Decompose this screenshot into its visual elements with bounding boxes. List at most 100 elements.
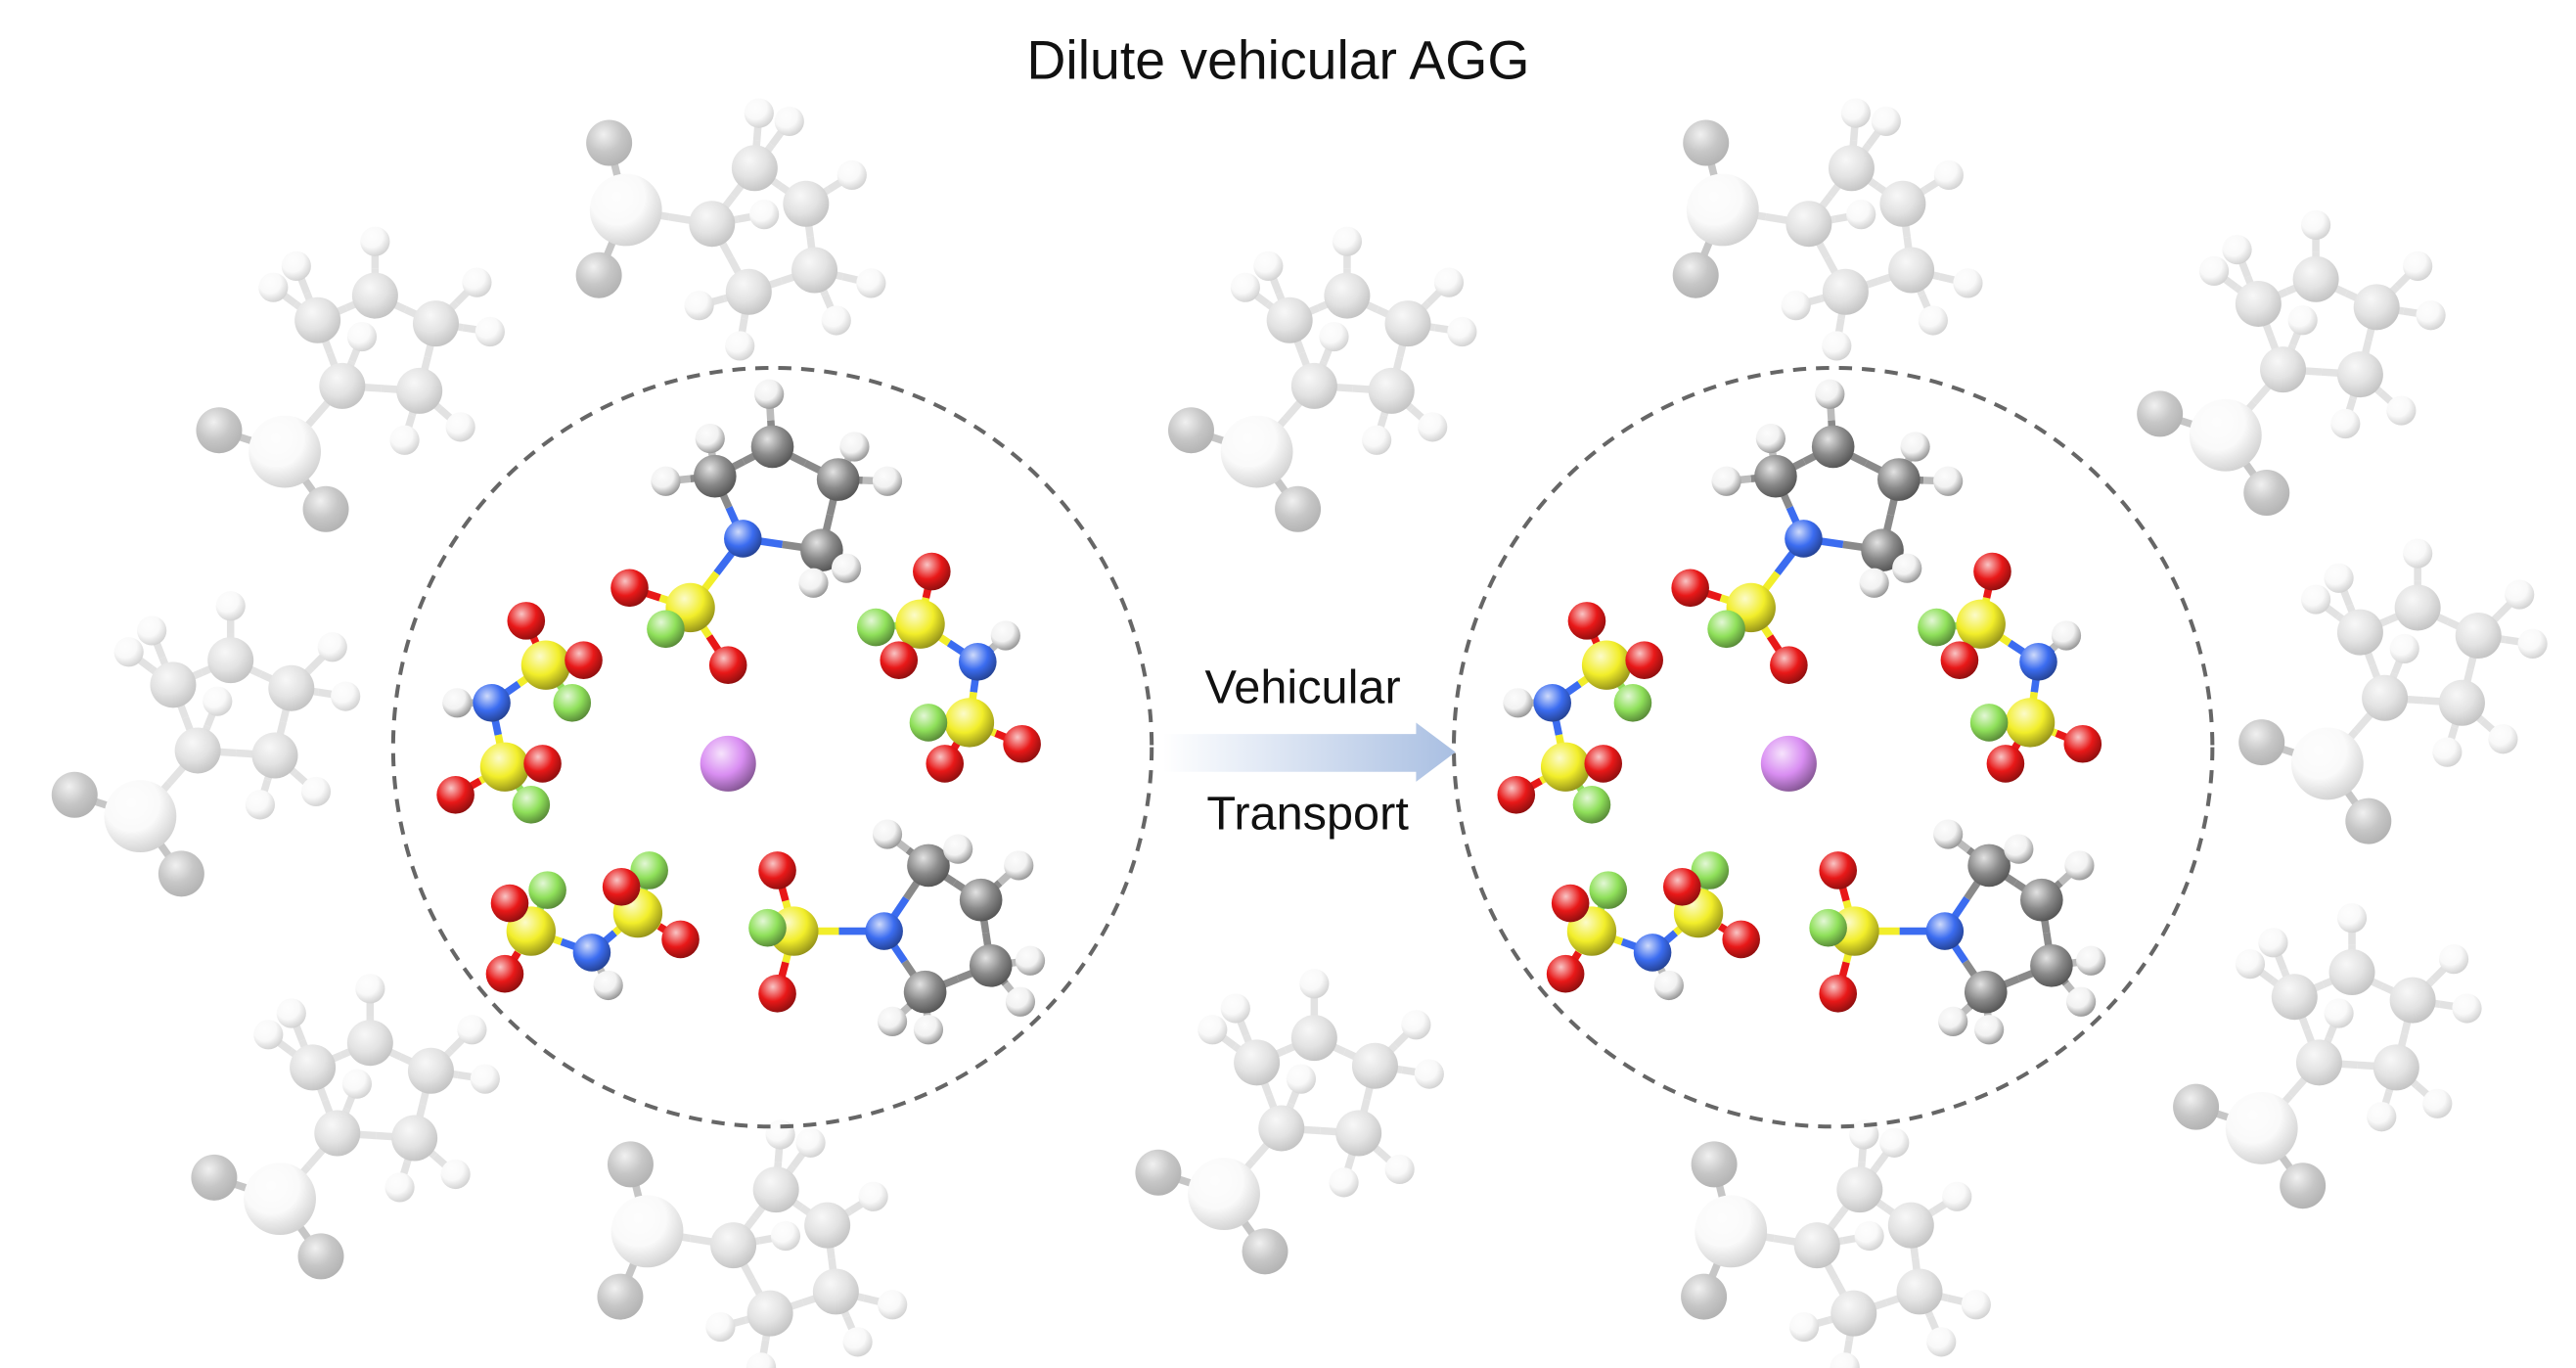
solvent-molecule <box>2238 538 2548 844</box>
hydrogen-atom <box>2505 579 2535 610</box>
oxygen-atom <box>1819 851 1858 889</box>
hydrogen-atom <box>725 331 755 361</box>
carbon-atom <box>731 145 778 192</box>
oxygen-atom <box>1986 745 2025 783</box>
carbon-atom <box>1258 1105 1305 1152</box>
hydrogen-atom <box>836 160 867 191</box>
carbon-atom <box>244 1163 316 1236</box>
hydrogen-atom <box>1362 425 1392 455</box>
carbon-atom <box>1686 173 1759 247</box>
arrow-label-top: Vehicular <box>1205 661 1401 713</box>
hydrogen-atom <box>684 291 714 321</box>
hydrogen-atom <box>245 790 276 820</box>
oxygen-atom <box>2173 1083 2220 1130</box>
oxygen-atom <box>490 884 529 923</box>
carbon-atom <box>396 367 443 414</box>
carbon-atom <box>346 1020 393 1067</box>
hydrogen-atom <box>774 106 804 137</box>
carbon-atom <box>2292 255 2339 302</box>
fluorine-atom <box>647 610 685 649</box>
lithium-atom <box>1760 735 1817 792</box>
carbon-atom <box>2336 609 2383 656</box>
oxygen-atom <box>586 119 633 166</box>
carbon-atom <box>610 1195 684 1268</box>
oxygen-atom <box>2238 719 2285 766</box>
hydrogen-atom <box>839 432 870 462</box>
lithium-atom <box>700 735 756 792</box>
hydrogen-atom <box>1418 412 1448 442</box>
carbon-atom <box>2235 280 2282 327</box>
carbon-atom <box>2455 612 2502 659</box>
carbon-atom <box>150 661 197 708</box>
hydrogen-atom <box>341 1069 373 1099</box>
carbon-atom <box>1188 1158 1260 1231</box>
oxygen-atom <box>297 1233 344 1280</box>
oxygen-atom <box>2280 1163 2327 1209</box>
sulfur-atom <box>1581 640 1632 690</box>
hydrogen-atom <box>2438 944 2469 975</box>
carbon-atom <box>800 528 843 572</box>
oxygen-atom <box>1681 1273 1728 1320</box>
carbon-atom <box>2030 944 2073 987</box>
hydrogen-atom <box>1286 1064 1317 1094</box>
carbon-atom <box>1888 247 1935 294</box>
lithium-ion <box>1760 735 1817 792</box>
carbon-atom <box>1964 970 2008 1014</box>
solvent-molecule <box>2137 209 2446 516</box>
hydrogen-atom <box>2300 209 2331 241</box>
hydrogen-atom <box>1938 1006 1968 1036</box>
solvent-molecule <box>1681 1119 1991 1368</box>
fluorine-atom <box>1969 704 2009 742</box>
hydrogen-atom <box>1942 1181 1972 1211</box>
oxygen-atom <box>926 745 965 783</box>
carbon-atom <box>1335 1110 1382 1157</box>
hydrogen-atom <box>2051 620 2082 651</box>
hydrogen-atom <box>593 970 623 1001</box>
hydrogen-atom <box>749 200 780 230</box>
carbon-atom <box>693 454 737 498</box>
carbon-atom <box>2328 949 2375 996</box>
oxygen-atom <box>158 850 204 897</box>
hydrogen-atom <box>1830 1352 1860 1368</box>
nitrogen-atom <box>473 684 511 722</box>
hydrogen-atom <box>470 1064 500 1094</box>
sulfur-atom <box>1956 599 2006 649</box>
carbon-atom <box>1896 1268 1943 1315</box>
oxygen-atom <box>1551 884 1590 923</box>
oxygen-atom <box>1683 119 1730 166</box>
hydrogen-atom <box>203 686 233 716</box>
carbon-atom <box>1234 1039 1281 1086</box>
pyrrolidine-sulfonyl-molecule <box>1809 819 2106 1045</box>
hydrogen-atom <box>2066 986 2097 1017</box>
carbon-atom <box>816 458 860 501</box>
oxygen-atom <box>1940 641 1979 679</box>
hydrogen-atom <box>705 1311 736 1343</box>
oxygen-atom <box>2345 798 2392 844</box>
pyrrolidine-sulfonyl-molecule <box>748 819 1046 1045</box>
hydrogen-atom <box>1447 316 1477 347</box>
carbon-atom <box>2020 878 2063 922</box>
hydrogen-atom <box>389 425 420 455</box>
hydrogen-atom <box>1879 1127 1910 1158</box>
hydrogen-atom <box>1319 321 1349 352</box>
hydrogen-atom <box>1198 1015 1228 1045</box>
arrow-label-bottom: Transport <box>1206 788 1409 841</box>
carbon-atom <box>1754 454 1797 498</box>
oxygen-atom <box>1691 1141 1738 1188</box>
hydrogen-atom <box>317 632 347 662</box>
oxygen-atom <box>196 407 243 454</box>
hydrogen-atom <box>457 1015 487 1045</box>
hydrogen-atom <box>137 616 167 646</box>
oxygen-atom <box>1135 1149 1182 1196</box>
hydrogen-atom <box>878 1290 908 1320</box>
oxygen-atom <box>485 954 524 993</box>
hydrogen-atom <box>831 553 862 583</box>
hydrogen-atom <box>858 1181 888 1211</box>
hydrogen-atom <box>442 688 473 718</box>
oxygen-atom <box>607 1141 654 1188</box>
carbon-atom <box>1828 145 1875 192</box>
oxygen-atom <box>1672 251 1719 298</box>
hydrogen-atom <box>2422 1088 2453 1118</box>
solvent-molecule <box>575 98 886 361</box>
hydrogen-atom <box>2517 628 2548 659</box>
